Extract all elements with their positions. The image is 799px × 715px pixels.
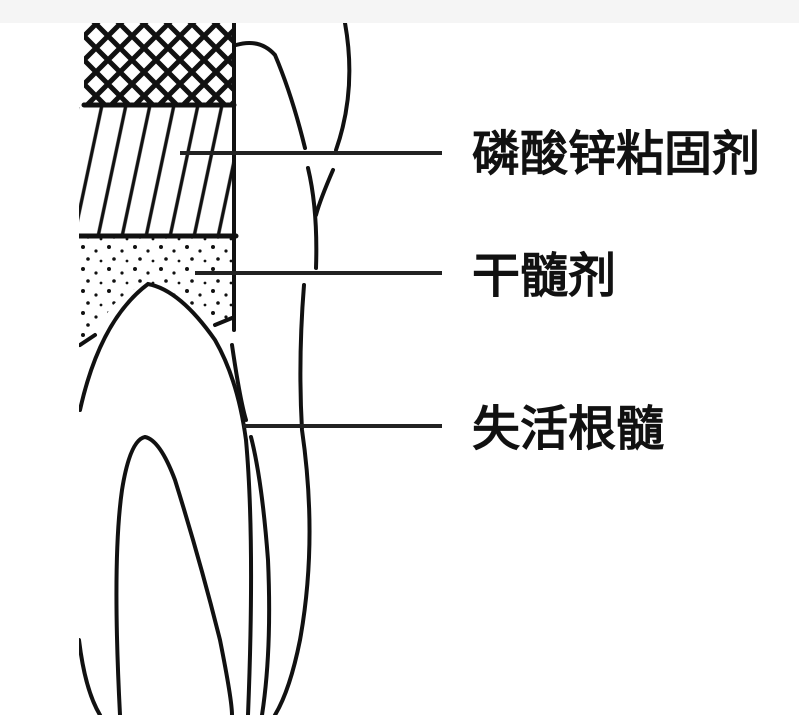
label-zinc-phosphate-cement: 磷酸锌粘固剂 — [472, 126, 761, 182]
top-bar — [0, 0, 799, 23]
label-devitalized-root-pulp: 失活根髓 — [472, 401, 665, 457]
pulp-outline — [114, 434, 234, 715]
devitalizing-agent-layer — [79, 238, 233, 345]
root-canal-outline — [79, 281, 254, 715]
zinc-phosphate-layer — [79, 107, 234, 235]
label-devitalizing-agent: 干髓剂 — [472, 248, 617, 304]
crosshatch-layer — [84, 23, 234, 105]
